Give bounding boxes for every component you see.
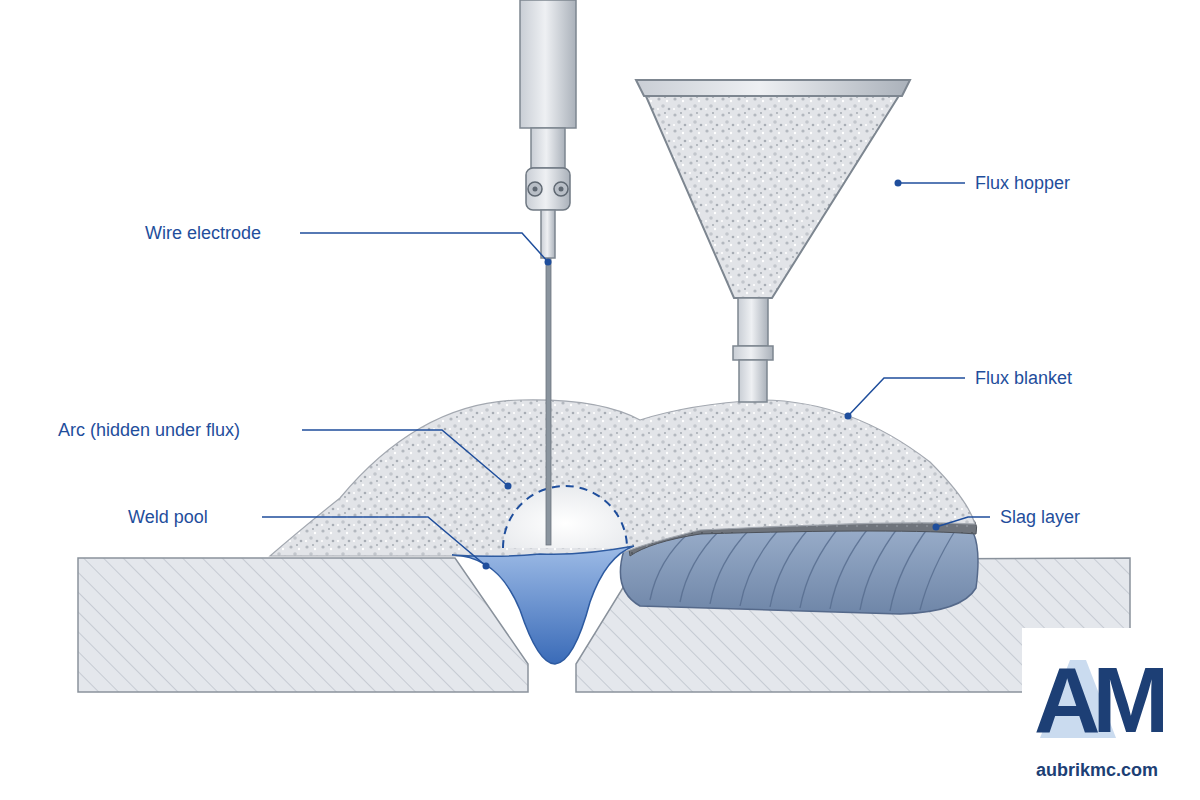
callout-label: Arc (hidden under flux) (58, 421, 240, 439)
callout-label: Flux hopper (975, 174, 1070, 192)
callout-label: Weld pool (128, 508, 208, 526)
logo-url: aubrikmc.com (1036, 761, 1158, 779)
callout-label: Wire electrode (145, 224, 261, 242)
callout-label: Flux blanket (975, 369, 1072, 387)
logo-mark: AM (1034, 654, 1161, 746)
callout-label: Slag layer (1000, 508, 1080, 526)
